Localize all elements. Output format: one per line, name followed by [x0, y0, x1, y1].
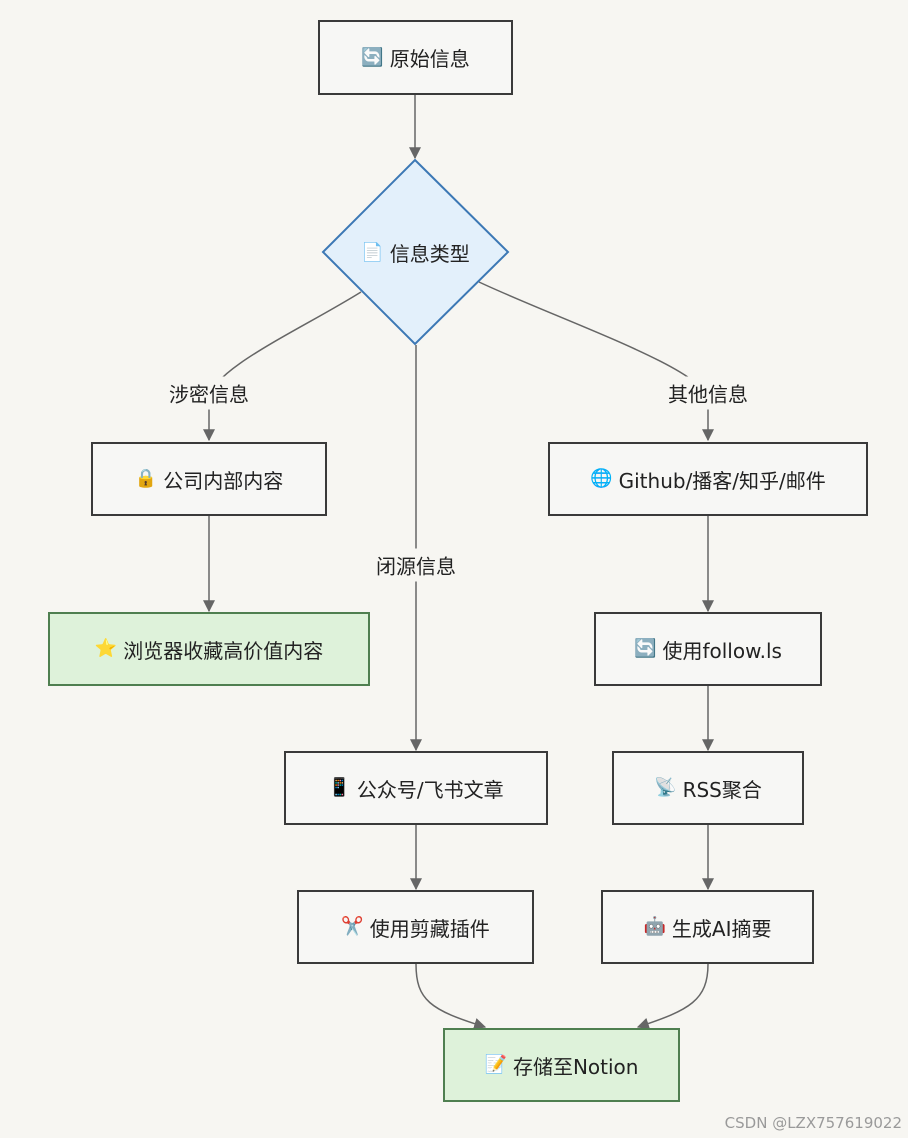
edge-decision-sources [478, 281, 714, 442]
edge-label-confidential: 涉密信息 [165, 376, 253, 410]
edge-clip-notion [415, 963, 487, 1030]
node-sources-label: Github/播客/知乎/邮件 [618, 468, 826, 493]
scissors-icon: ✂️ [341, 916, 364, 937]
edge-label-closed: 闭源信息 [372, 548, 460, 582]
sync-icon: 🔄 [361, 46, 384, 68]
node-bookmark[interactable]: ⭐ 浏览器收藏高价值内容 [48, 612, 370, 686]
globe-icon: 🌐 [590, 468, 613, 489]
edge-decision-internal [203, 291, 362, 442]
node-clip[interactable]: ✂️ 使用剪藏插件 [297, 890, 534, 964]
node-rss[interactable]: 📡 RSS聚合 [612, 751, 804, 825]
node-start-label: 原始信息 [389, 47, 470, 71]
phone-icon: 📱 [328, 777, 351, 798]
node-decision[interactable]: 📄 信息类型 [323, 222, 508, 282]
node-clip-label: 使用剪藏插件 [369, 916, 490, 941]
edge-ai-notion [636, 963, 709, 1030]
node-start[interactable]: 🔄 原始信息 [318, 20, 513, 95]
decision-diamond [321, 158, 510, 346]
edge-label-other: 其他信息 [664, 376, 752, 410]
node-ai-label: 生成AI摘要 [671, 916, 772, 941]
star-icon: ⭐ [94, 638, 118, 659]
node-decision-label: 信息类型 [389, 241, 470, 266]
node-sources[interactable]: 🌐 Github/播客/知乎/邮件 [548, 442, 868, 516]
node-notion[interactable]: 📝 存储至Notion [443, 1028, 680, 1102]
satellite-icon: 📡 [654, 777, 677, 798]
node-articles-label: 公众号/飞书文章 [356, 777, 504, 802]
node-internal-label: 公司内部内容 [163, 468, 284, 493]
node-follow-label: 使用follow.ls [662, 638, 782, 663]
node-internal[interactable]: 🔒 公司内部内容 [91, 442, 327, 516]
memo-icon: 📝 [484, 1054, 507, 1075]
document-icon: 📄 [361, 241, 384, 263]
watermark: CSDN @LZX757619022 [724, 1114, 902, 1132]
lock-icon: 🔒 [134, 468, 158, 489]
node-follow[interactable]: 🔄 使用follow.ls [594, 612, 822, 686]
node-rss-label: RSS聚合 [682, 777, 762, 802]
robot-icon: 🤖 [643, 916, 666, 937]
sync-icon: 🔄 [634, 638, 657, 659]
node-bookmark-label: 浏览器收藏高价值内容 [123, 638, 324, 663]
node-notion-label: 存储至Notion [512, 1054, 639, 1079]
node-articles[interactable]: 📱 公众号/飞书文章 [284, 751, 548, 825]
node-ai[interactable]: 🤖 生成AI摘要 [601, 890, 814, 964]
